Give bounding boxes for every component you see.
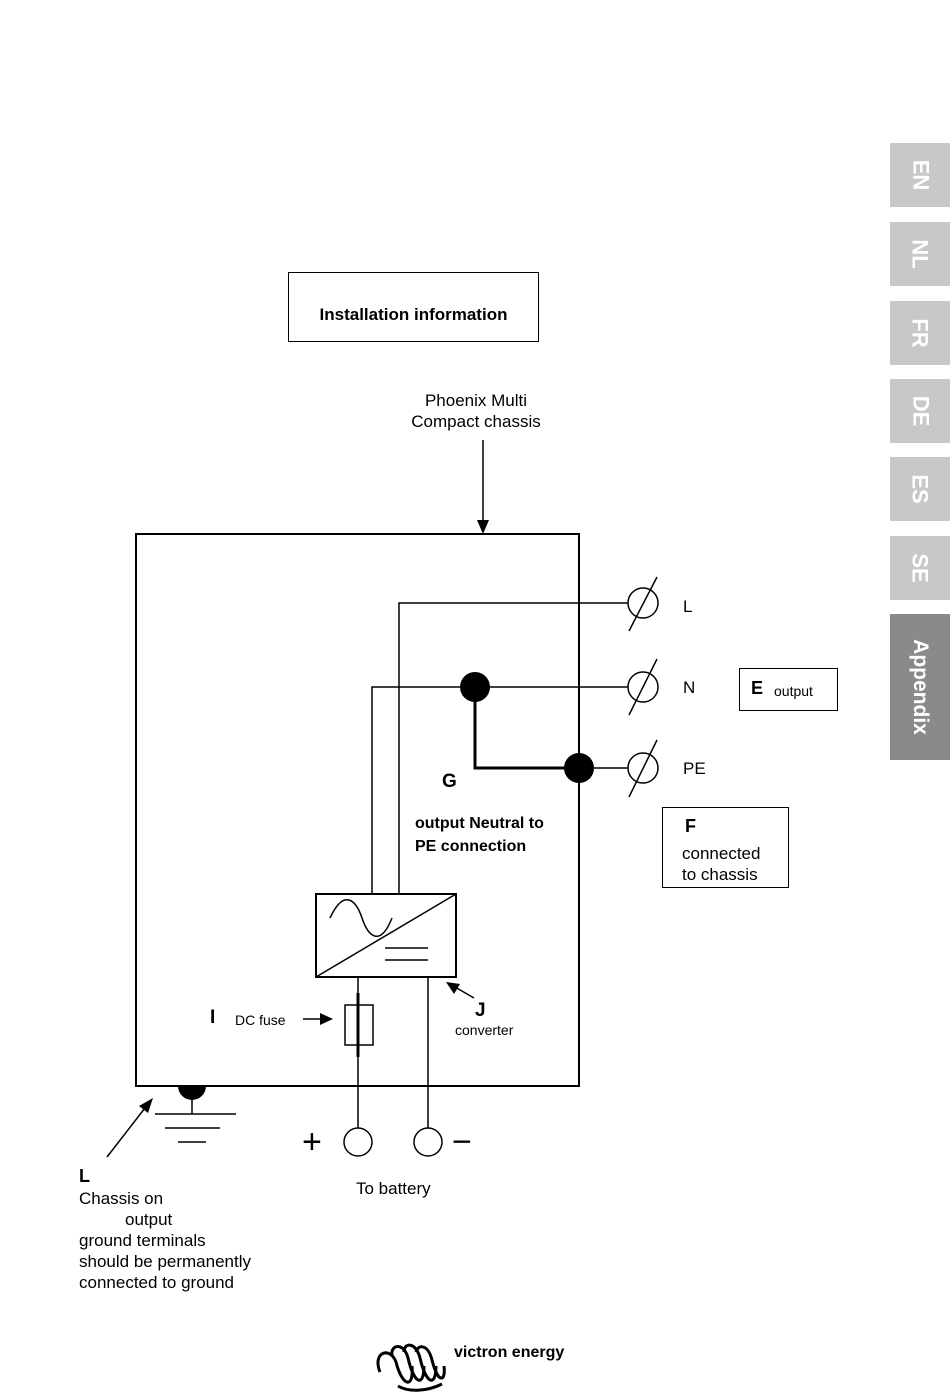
n-wire	[372, 687, 628, 894]
battery-plus-sign: +	[302, 1124, 322, 1160]
battery-minus-sign: −	[452, 1124, 472, 1160]
callout-i-letter: I	[210, 1007, 215, 1028]
battery-positive-terminal	[344, 1128, 372, 1156]
terminal-n-label: N	[683, 677, 695, 698]
callout-j-text: converter	[455, 1020, 513, 1041]
battery-label: To battery	[356, 1178, 431, 1199]
terminal-l-label: L	[683, 596, 692, 617]
callout-g-line2: PE connection	[415, 836, 526, 857]
callout-j-letter: J	[475, 1000, 486, 1021]
battery-negative-terminal	[414, 1128, 442, 1156]
ground-pointer-line	[107, 1108, 145, 1157]
callout-l-letter: L	[79, 1166, 90, 1187]
callout-e-text: output	[774, 681, 813, 702]
callout-f-box: F connected to chassis	[662, 807, 789, 888]
callout-g-line1: output Neutral to	[415, 813, 544, 834]
callout-f-letter: F	[685, 816, 696, 837]
dc-fuse-symbol	[345, 993, 373, 1057]
chassis-label: Phoenix Multi Compact chassis	[390, 390, 562, 432]
terminal-pe-label: PE	[683, 758, 706, 779]
converter-pointer-line	[455, 987, 474, 998]
callout-l-line5: connected to ground	[79, 1272, 234, 1293]
callout-e-letter: E	[751, 678, 763, 699]
pe-junction-dot	[564, 753, 594, 783]
callout-l-line2: output	[125, 1209, 172, 1230]
callout-l-line4: should be permanently	[79, 1251, 251, 1272]
ground-symbol	[155, 1086, 236, 1142]
callout-l-line1: Chassis on	[79, 1188, 163, 1209]
victron-coil-logo-icon	[378, 1345, 444, 1390]
callout-f-line2: to chassis	[682, 864, 758, 885]
converter-symbol	[316, 894, 456, 977]
n-junction-dot	[460, 672, 490, 702]
brand-name: victron energy	[454, 1342, 564, 1363]
callout-i-text: DC fuse	[235, 1010, 286, 1031]
terminal-n-symbol	[628, 659, 658, 715]
chassis-pointer-arrowhead	[477, 520, 489, 534]
terminal-l-symbol	[628, 577, 658, 631]
terminal-pe-symbol	[628, 740, 658, 797]
callout-e-box: E output	[739, 668, 838, 711]
neutral-pe-link	[475, 687, 579, 768]
ground-pointer-arrowhead	[139, 1098, 153, 1113]
callout-l-line3: ground terminals	[79, 1230, 206, 1251]
callout-f-line1: connected	[682, 843, 760, 864]
fuse-pointer-arrowhead	[320, 1013, 333, 1025]
callout-g-letter: G	[442, 771, 457, 792]
